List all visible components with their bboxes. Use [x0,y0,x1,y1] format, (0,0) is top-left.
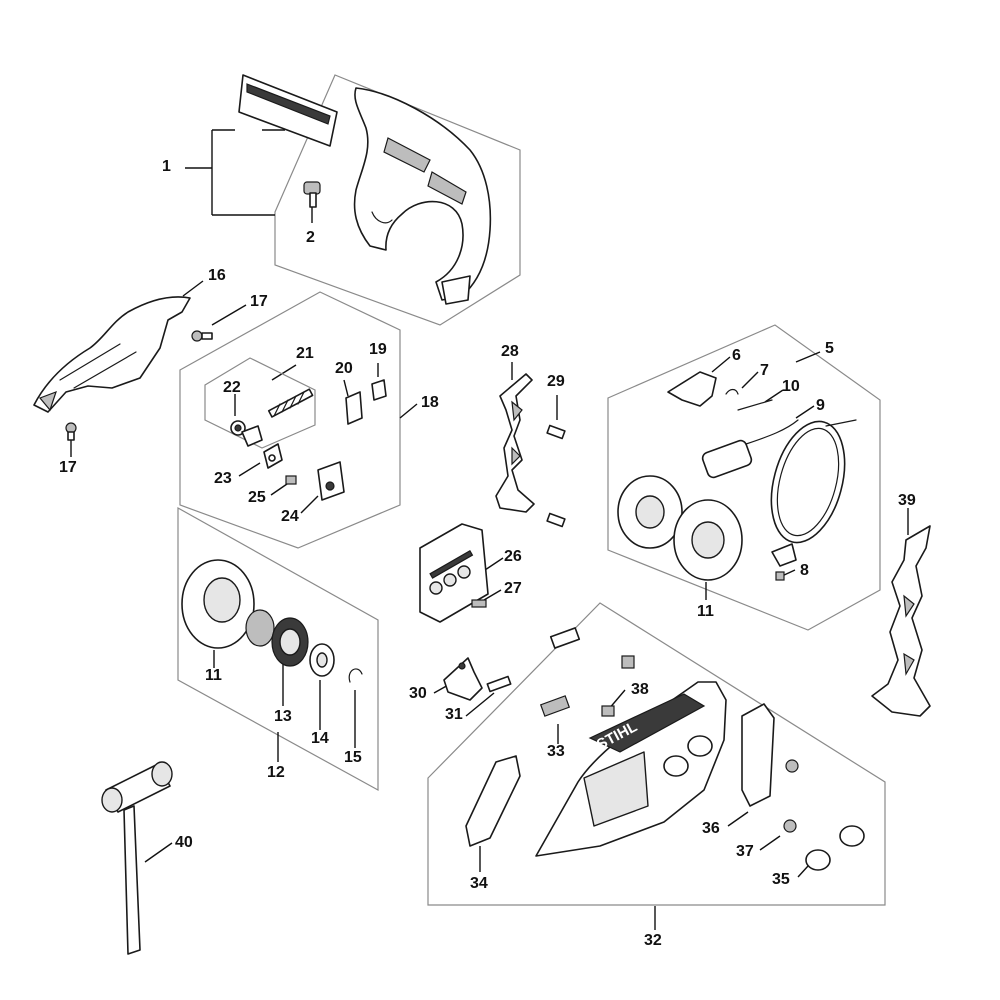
sprocket-group [181,559,363,683]
callout-22: 22 [223,379,241,396]
callout-32: 32 [644,932,662,949]
callout-18: 18 [421,394,439,411]
frame-oil-pump [179,291,401,549]
callout-20: 20 [335,360,353,377]
combination-wrench [101,761,173,955]
callout-35: 35 [772,871,790,888]
cover-screws [65,330,213,441]
callout-25: 25 [248,489,266,506]
callout-37: 37 [736,843,754,860]
guide-plate [419,523,489,623]
sprocket-cover [465,627,865,871]
callout-26: 26 [504,548,522,565]
callout-34: 34 [470,875,488,892]
callout-13: 13 [274,708,292,725]
callout-21: 21 [296,345,314,362]
leader-lines [70,129,909,930]
callout-17-bottom: 17 [59,459,77,476]
callout-11-sprocket: 11 [205,667,222,684]
callout-12: 12 [267,764,285,781]
callout-39: 39 [898,492,916,509]
callout-11-brake: 11 [697,603,714,620]
callout-14: 14 [311,730,329,747]
callout-30: 30 [409,685,427,702]
callout-28: 28 [501,343,519,360]
frame-brake-band [607,324,881,631]
callout-24: 24 [281,508,299,525]
brake-assembly [617,371,857,581]
callout-33: 33 [547,743,565,760]
chain-tensioner [443,657,512,701]
callout-1: 1 [162,158,171,175]
callout-16: 16 [208,267,226,284]
callout-17-top: 17 [250,293,268,310]
callout-31: 31 [445,706,463,723]
spiked-bumper-cover [33,296,191,413]
callout-29: 29 [547,373,565,390]
callout-40: 40 [175,834,193,851]
callout-8: 8 [800,562,809,579]
chain-catcher [495,373,566,528]
bumper-spike [871,525,931,717]
callout-36: 36 [702,820,720,837]
callout-23: 23 [214,470,232,487]
frame-hand-guard [274,74,521,326]
callout-38: 38 [631,681,649,698]
frame-sprocket [177,506,379,792]
callout-7: 7 [760,362,769,379]
callout-27: 27 [504,580,522,597]
callout-9: 9 [816,397,825,414]
callout-15: 15 [344,749,362,766]
callout-6: 6 [732,347,741,364]
callout-19: 19 [369,341,387,358]
guard-screw [303,181,321,208]
callout-10: 10 [782,378,800,395]
frame-oil-pump-inner [204,357,316,449]
oil-pump-parts [230,379,387,501]
callout-2: 2 [306,229,315,246]
callout-5: 5 [825,340,834,357]
hand-guard [238,74,492,305]
